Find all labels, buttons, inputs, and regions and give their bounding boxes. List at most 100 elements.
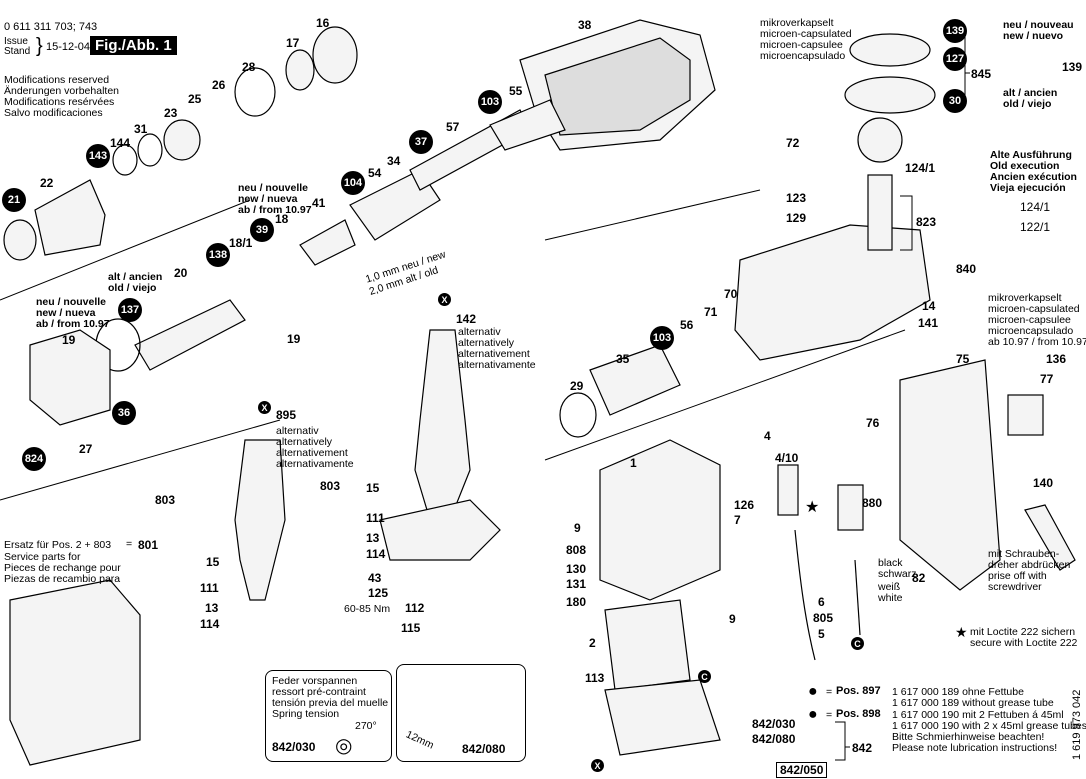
bullet-icon: ● — [808, 706, 818, 723]
part-label: 13 — [366, 531, 380, 545]
marker-104: 104 — [341, 171, 365, 195]
new-note: neu / nouvelle — [36, 296, 107, 308]
ersatz-part: 801 — [138, 538, 159, 552]
marker-x: X — [591, 759, 604, 772]
part-label: 180 — [566, 595, 587, 609]
spring-tension-box — [265, 670, 392, 762]
tool-holder-cap — [312, 26, 358, 84]
part-label: 13 — [205, 601, 219, 615]
marker-c: C — [698, 670, 711, 683]
part-label: 140 — [1033, 476, 1054, 490]
micro-right-note: microen-capsulee — [988, 314, 1071, 326]
part-label: 70 — [724, 287, 738, 301]
marker-30: 30 — [943, 89, 967, 113]
part-label: 75 — [956, 352, 970, 366]
stand-label: Stand — [4, 46, 31, 57]
tool-holder-20 — [134, 299, 246, 371]
alt-note: alternativamente — [276, 458, 354, 470]
part-label: 15 — [206, 555, 220, 569]
grease-eq: = — [826, 686, 833, 698]
part-label: 803 — [155, 493, 176, 507]
part-label: 126 — [734, 498, 755, 512]
star-icon: ★ — [955, 624, 968, 640]
part-label: 18/1 — [229, 236, 253, 250]
part-label: 136 — [1046, 352, 1067, 366]
pliers-box — [396, 664, 526, 762]
marker-143: 143 — [86, 144, 110, 168]
new-note: new / nuevo — [1003, 30, 1064, 42]
spring-note: ressort pré-contraint — [272, 686, 366, 698]
torque-note: 60-85 Nm — [344, 603, 391, 615]
gear-housing-801 — [9, 579, 141, 766]
ersatz-eq: = — [126, 538, 133, 550]
part-label: 31 — [134, 122, 148, 136]
part-label: 56 — [680, 318, 694, 332]
part-label: 72 — [786, 136, 800, 150]
part-label: 22 — [40, 176, 54, 190]
new-note: neu / nouvelle — [238, 182, 309, 194]
part-label: 57 — [446, 120, 460, 134]
spring-note: Spring tension — [272, 708, 340, 720]
part-label: 803 — [320, 479, 341, 493]
grease-line: 1 617 000 190 with 2 x 45ml grease tubes — [892, 720, 1086, 732]
part-label: 19 — [287, 332, 301, 346]
micro-note: microencapsulado — [760, 50, 846, 62]
stator-2 — [604, 599, 691, 691]
part-label: 123 — [786, 191, 807, 205]
alt-note: alternativement — [458, 348, 530, 360]
part-label: 14 — [922, 299, 936, 313]
new-note: neu / nouveau — [1003, 19, 1074, 31]
part-label: 18 — [275, 212, 289, 226]
document-number: 1 619 973 042 — [1071, 689, 1083, 760]
spring-note: Feder vorspannen — [272, 675, 358, 687]
part-label: 41 — [312, 196, 326, 210]
part-label: 115 — [401, 621, 421, 635]
old-note: old / viejo — [108, 282, 157, 294]
brace: } — [36, 35, 43, 57]
screwdriver-note: prise off with — [988, 570, 1047, 582]
part-label: 139 — [1062, 60, 1083, 74]
spring-note: tensión previa del muelle — [272, 697, 389, 709]
ersatz-note: Service parts for — [4, 551, 81, 563]
part-label: 842/050 — [776, 762, 828, 778]
wire-color: black — [878, 557, 903, 569]
part-label: 29 — [570, 379, 584, 393]
bullet-icon: ● — [808, 683, 818, 700]
new-note: new / nueva — [238, 193, 298, 205]
marker-103: 103 — [478, 90, 502, 114]
ersatz-note: Piezas de recambio para — [4, 573, 121, 585]
part-label: 4 — [764, 429, 771, 443]
part-label: 122/1 — [1020, 220, 1051, 234]
part-label: 845 — [971, 67, 992, 81]
part-label: 842 — [852, 741, 873, 755]
part-label: 111 — [366, 511, 385, 525]
micro-right-note: ab 10.97 / from 10.97 — [988, 336, 1086, 348]
part-label: 76 — [866, 416, 880, 430]
alt-note: alternativement — [276, 447, 348, 459]
part-label: 129 — [786, 211, 807, 225]
marker-21: 21 — [2, 188, 26, 212]
marker-103: 103 — [650, 326, 674, 350]
old-exec-note: Alte Ausführung — [990, 149, 1072, 161]
part-label: 842/030 — [752, 717, 796, 731]
part-label: 144 — [110, 136, 131, 150]
mod-line: Salvo modificaciones — [4, 107, 103, 119]
handle-75 — [899, 359, 1001, 591]
part-label: 125 — [368, 586, 389, 600]
spring-coil-icon: ◎ — [335, 735, 353, 757]
alt-note: alternatively — [276, 436, 333, 448]
part-number: 0 611 311 703; 743 — [4, 21, 98, 33]
part-label: 43 — [368, 571, 382, 585]
part-label: 113 — [585, 671, 605, 685]
nose-22 — [34, 179, 106, 256]
part-label: 112 — [405, 601, 425, 615]
screwdriver-note: mit Schrauben- — [988, 548, 1060, 560]
old-exec-note: Vieja ejecución — [990, 182, 1066, 194]
grease-pos-898: Pos. 898 — [836, 708, 881, 720]
marker-138: 138 — [206, 243, 230, 267]
star-icon: ★ — [805, 499, 820, 516]
part-label: 16 — [316, 16, 330, 30]
part-label: 805 — [813, 611, 834, 625]
part-label: 77 — [1040, 372, 1054, 386]
